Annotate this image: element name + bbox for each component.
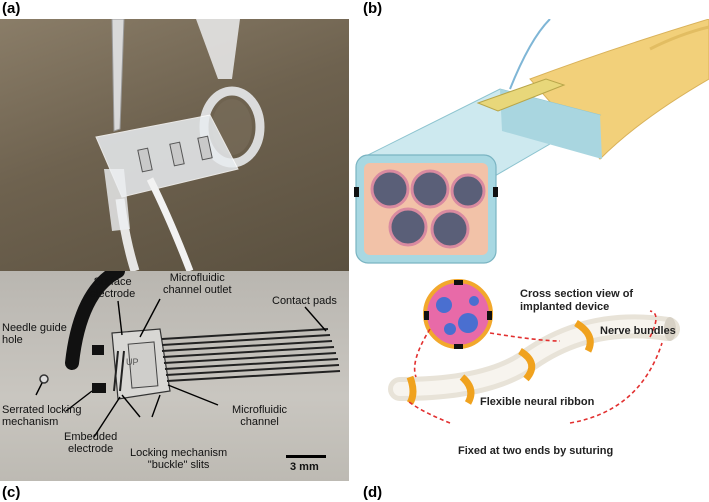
panel-label-a: (a) (2, 0, 21, 17)
device-photo-a (0, 19, 349, 271)
panel-label-d: (d) (363, 484, 383, 501)
scale-bar-label: 3 mm (290, 461, 319, 473)
locking-buckle-label: Locking mechanism"buckle" slits (130, 447, 228, 471)
device-photo-drawing (95, 19, 265, 271)
nerve-cuff-illustration (350, 19, 709, 271)
ribbon-drawing (388, 279, 680, 424)
panel-label-c: (c) (2, 484, 21, 501)
fixed-label: Fixed at two ends by suturing (458, 445, 614, 457)
panel-label-b: (b) (363, 0, 383, 17)
contact-pads-label: Contact pads (272, 295, 337, 307)
nerve-cuff-drawing (354, 19, 709, 264)
device-mark: UP (126, 357, 139, 367)
annotated-device-drawing (35, 271, 341, 458)
nerve-bundles-label: Nerve bundles (600, 325, 676, 337)
ribbon-label: Flexible neural ribbon (480, 396, 595, 408)
